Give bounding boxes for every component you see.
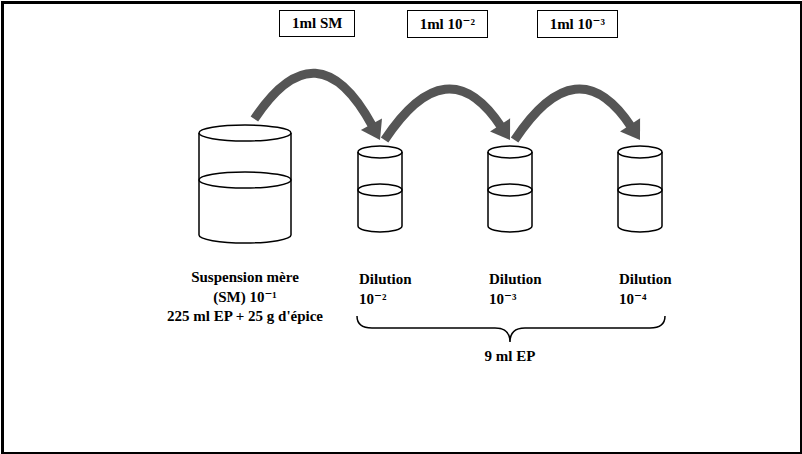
diluent-note: 9 ml EP — [485, 348, 536, 365]
transfer-volume-box: 1ml 10⁻³ — [537, 10, 618, 38]
dilution-label: Dilution 10⁻⁴ — [619, 270, 672, 309]
cylinder-stroke — [358, 184, 402, 190]
cylinder-stroke — [488, 146, 532, 158]
arrow-shaft — [254, 73, 372, 126]
dilution-label: Dilution 10⁻² — [359, 270, 412, 309]
transfer-arrow — [385, 89, 511, 140]
cylinder-stroke — [618, 190, 662, 196]
arrow-shaft — [515, 89, 632, 140]
arrow-shaft — [385, 89, 502, 140]
cylinder-stroke — [488, 190, 532, 196]
dilution-tube: Dilution 10⁻³ — [487, 146, 533, 232]
arrow-head — [490, 118, 510, 140]
transfer-arrow — [515, 89, 641, 140]
tube-outline — [357, 146, 403, 232]
brace — [357, 316, 665, 342]
tube-outline — [487, 146, 533, 232]
dilution-tube: Dilution 10⁻² — [357, 146, 403, 232]
cylinder-stroke — [618, 152, 662, 232]
arrow-head — [361, 118, 382, 140]
cylinder-stroke — [358, 146, 402, 158]
transfer-arrow — [254, 73, 382, 140]
dilution-tube: Dilution 10⁻⁴ — [617, 146, 663, 232]
cylinder-stroke — [199, 172, 291, 180]
cylinder-stroke — [199, 125, 291, 141]
beaker-outline — [198, 125, 292, 243]
dilution-label: Dilution 10⁻³ — [489, 270, 542, 309]
transfer-volume-box: 1ml 10⁻² — [407, 10, 488, 38]
cylinder-stroke — [358, 190, 402, 196]
stock-label: 225 ml EP + 25 g d'épice — [167, 307, 323, 327]
stock-beaker: Suspension mère (SM) 10⁻¹225 ml EP + 25 … — [198, 125, 292, 243]
cylinder-stroke — [199, 180, 291, 188]
transfer-volume-box: 1ml SM — [279, 10, 355, 37]
cylinder-stroke — [488, 184, 532, 190]
tube-outline — [617, 146, 663, 232]
cylinder-stroke — [358, 152, 402, 232]
cylinder-stroke — [488, 152, 532, 232]
arrow-head — [620, 118, 640, 140]
cylinder-stroke — [618, 146, 662, 158]
stock-label: Suspension mère (SM) 10⁻¹ — [180, 268, 310, 307]
cylinder-stroke — [618, 184, 662, 190]
cylinder-stroke — [199, 133, 291, 243]
